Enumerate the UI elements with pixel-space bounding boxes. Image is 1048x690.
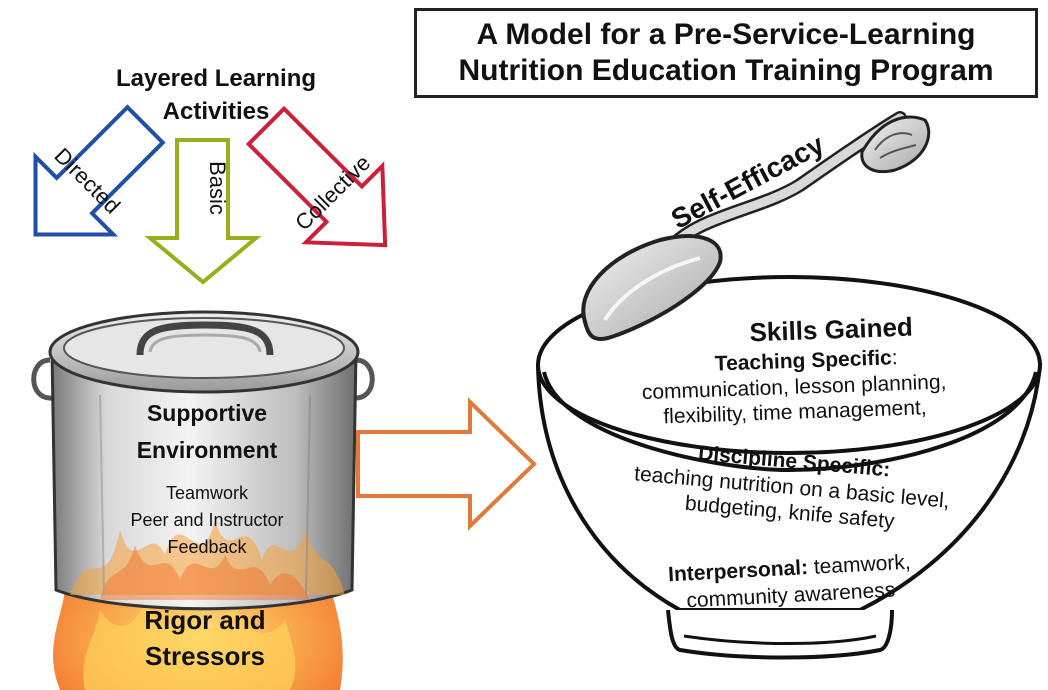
pot-illustration — [31, 310, 375, 611]
collective-arrow — [245, 105, 388, 248]
title-box: A Model for a Pre-Service-Learning Nutri… — [414, 8, 1038, 98]
layered-activities-heading: Layered Learning Activities — [46, 62, 386, 128]
pot-item-peer-instructor: Peer and Instructor — [130, 510, 284, 530]
layered-heading-line-1: Layered Learning — [115, 65, 317, 92]
spoon-illustration — [581, 111, 931, 341]
teaching-specific-colon: : — [891, 346, 898, 369]
title-line-2: Nutrition Education Training Program — [458, 54, 994, 87]
directed-arrow — [33, 104, 166, 237]
pot-item-feedback: Feedback — [167, 537, 247, 557]
skills-gained-heading: Skills Gained — [749, 312, 913, 348]
basic-arrow — [144, 138, 262, 285]
layered-heading-line-2: Activities — [162, 98, 270, 125]
environment-label: Environment — [136, 437, 278, 463]
basic-label: Basic — [205, 161, 230, 215]
stressors-label: Stressors — [145, 641, 265, 671]
rigor-label: Rigor and — [144, 605, 266, 635]
title-line-1: A Model for a Pre-Service-Learning — [476, 18, 976, 51]
pot-item-teamwork: Teamwork — [165, 483, 249, 503]
bowl-illustration — [535, 275, 1043, 660]
process-arrow — [356, 397, 537, 531]
interpersonal-rest: teamwork, — [807, 551, 911, 579]
supportive-label: Supportive — [146, 400, 268, 426]
